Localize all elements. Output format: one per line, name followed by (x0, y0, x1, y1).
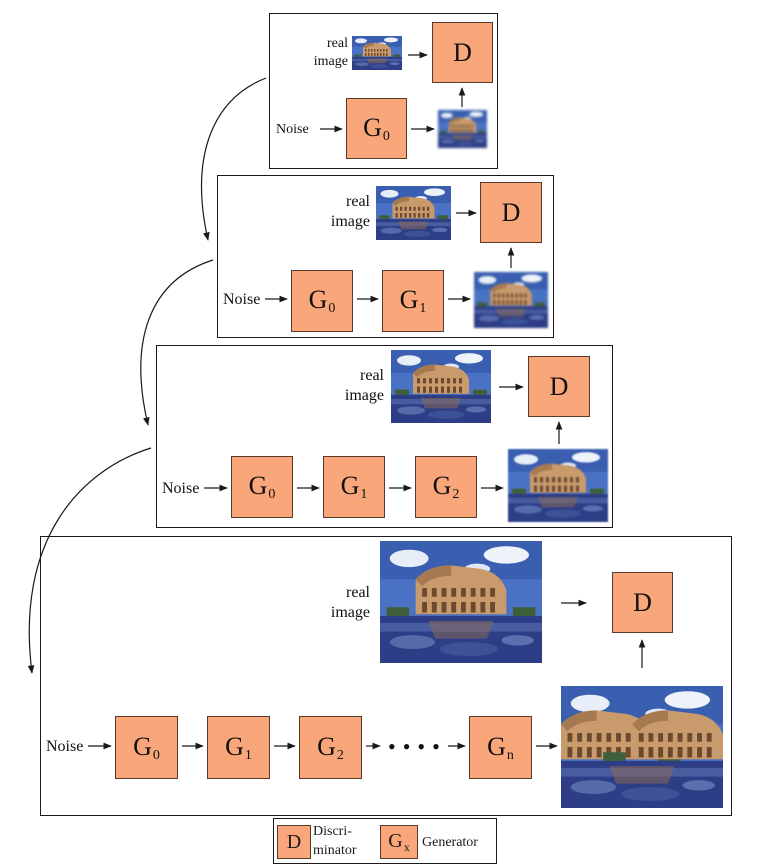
stage-2-noise-label: Noise (223, 291, 261, 308)
colosseum-photo-icon (474, 272, 548, 328)
stage-4-real-label: real image (330, 584, 370, 621)
stage-1-discriminator: D (432, 22, 493, 83)
stage-4-real-image (380, 541, 542, 663)
stage-3-real-image (391, 350, 491, 423)
stage-1-generator-0: G0 (346, 98, 407, 159)
stage-3-generated-image (508, 449, 608, 522)
stage-3-discriminator: D (528, 356, 590, 417)
stage-1-real-label: real image (313, 36, 348, 69)
stage-1-generated-image (438, 110, 487, 148)
legend-discriminator-swatch: D (277, 825, 311, 859)
stage-2-real-label: real image (330, 193, 370, 230)
stage-1-noise-label: Noise (276, 122, 309, 137)
colosseum-photo-icon (508, 449, 608, 522)
legend-generator-swatch: Gx (380, 825, 418, 859)
stage-2-generator-1: G1 (382, 270, 444, 332)
colosseum-photo-icon (376, 186, 451, 240)
colosseum-photo-icon (380, 541, 542, 663)
double-colosseum-photo-icon (561, 686, 723, 808)
stage-4-generator-1: G1 (207, 716, 270, 779)
stage-3-noise-label: Noise (162, 480, 200, 497)
stage-4-generator-2: G2 (299, 716, 362, 779)
stage-2-discriminator: D (480, 182, 542, 243)
legend-generator-label: Generator (422, 835, 478, 850)
stage-4-ellipsis: •••• (388, 734, 447, 759)
stage-4-generator-0: G0 (115, 716, 178, 779)
stage-3-generator-1: G1 (323, 456, 385, 518)
stage-2-real-image (376, 186, 451, 240)
stage-2-generated-image (474, 272, 548, 328)
stage-4-noise-label: Noise (46, 738, 84, 755)
stage-3-real-label: real image (344, 367, 384, 404)
colosseum-photo-icon (438, 110, 487, 148)
stage-3-generator-2: G2 (415, 456, 477, 518)
stage-3-generator-0: G0 (231, 456, 293, 518)
stage-2-generator-0: G0 (291, 270, 353, 332)
legend-discriminator-label: Discri- minator (313, 824, 357, 858)
stage-4-generated-image (561, 686, 723, 808)
stage-4-discriminator: D (612, 572, 673, 633)
colosseum-photo-icon (352, 36, 402, 70)
stage-4-generator-n: Gn (469, 716, 532, 779)
colosseum-photo-icon (391, 350, 491, 423)
stage-1-real-image (352, 36, 402, 70)
